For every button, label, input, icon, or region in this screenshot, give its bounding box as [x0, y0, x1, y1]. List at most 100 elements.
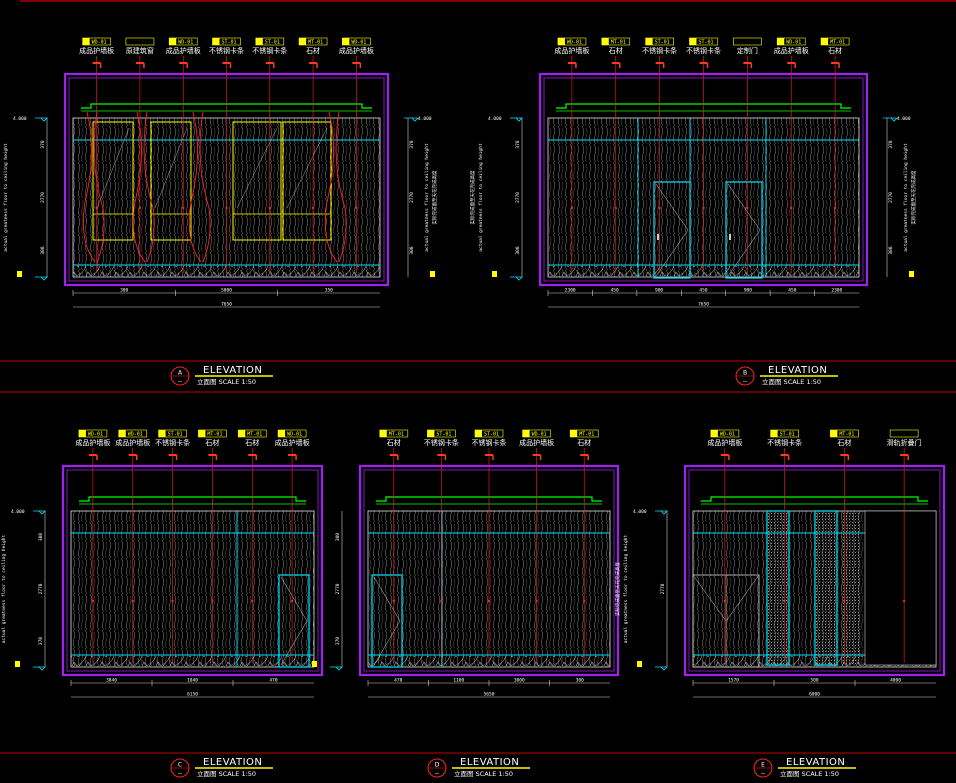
leader-bar	[309, 62, 318, 64]
dim-left-value: 370	[38, 637, 44, 645]
elevation-d: MT-01石材ST-01不锈钢卡条ST-01不锈钢卡条WD-01成品护墙板MT-…	[312, 429, 620, 778]
leader-bar	[532, 454, 541, 456]
level-marker-left	[655, 510, 668, 515]
callout-label: 成品护墙板	[554, 46, 589, 55]
callout-code: ST-01	[436, 432, 451, 438]
title-circle-letter: B	[743, 370, 747, 377]
side-note-cn: 实际完成面至天花完成高度	[614, 562, 621, 616]
leader-bar	[168, 454, 177, 456]
material-callout: 原建筑窗	[125, 37, 155, 273]
leader-bar	[485, 454, 493, 456]
elevation-b: WD-01成品护墙板MT-01石材ST-01不锈钢卡条ST-01不锈钢卡条定制门…	[469, 37, 917, 386]
dim-bottom-value: 3000	[514, 678, 525, 684]
callout-code: WD-01	[351, 40, 366, 46]
callout-code: MT-01	[247, 432, 262, 438]
leader-bar	[567, 62, 576, 64]
callout-code: WD-01	[567, 40, 582, 46]
elevation-title: ELEVATION	[203, 757, 262, 768]
elevation-title: ELEVATION	[786, 757, 845, 768]
door-leaf	[278, 574, 310, 668]
callout-label: 石材	[387, 438, 401, 447]
callout-label: 石材	[577, 438, 591, 447]
folding-door-panel	[841, 511, 861, 665]
level-marker-right	[404, 117, 419, 122]
elevation-title: ELEVATION	[768, 365, 827, 376]
callout-tag-mark	[118, 430, 126, 437]
elevation-scale: 立面图 SCALE 1:50	[197, 769, 256, 778]
elevation-scale: 立面图 SCALE 1:50	[454, 769, 513, 778]
dim-left-value: 370	[335, 637, 341, 645]
title-circle-sheet: --	[178, 378, 182, 385]
leader-dot	[392, 599, 395, 603]
callout-label: 石材	[306, 46, 320, 55]
callout-label: 定制门	[737, 46, 758, 55]
callout-code: WD-01	[720, 432, 735, 438]
callout-tag-mark	[570, 430, 578, 437]
leader-bar	[288, 454, 297, 456]
dim-bottom-value: 350	[325, 288, 333, 294]
title-circle-sheet: --	[743, 378, 747, 385]
callout-tag-mark	[238, 430, 246, 437]
dim-bottom-value: 450	[788, 288, 796, 294]
floor-level-mark	[312, 661, 317, 667]
callout-code: ST-01	[655, 40, 670, 46]
title-circle-letter: D	[435, 762, 440, 769]
callout-tag-mark	[427, 430, 435, 437]
window-glass-hatch	[154, 127, 188, 209]
dim-left-value: 300	[40, 246, 46, 254]
dim-bottom-value: 300	[120, 288, 128, 294]
skirting-band	[71, 656, 314, 666]
callout-code: WD-01	[92, 40, 107, 46]
dim-left-value: 300	[38, 533, 44, 541]
leader-bar	[437, 454, 446, 456]
level-left: 4.000	[13, 116, 27, 122]
callout-label: 石材	[837, 438, 851, 447]
leader-dot	[290, 599, 294, 603]
callout-label: 不锈钢卡条	[472, 438, 507, 447]
callout-tag-box	[733, 37, 762, 46]
dim-right-value: 300	[409, 246, 415, 254]
side-note-en-right: actual greatness floor to ceiling height	[903, 143, 909, 252]
callout-tag-mark	[830, 430, 838, 437]
dim-left-value: 2770	[660, 583, 666, 594]
level-left: 4.000	[633, 509, 647, 515]
callout-tag-mark	[689, 38, 697, 45]
level-marker-left	[35, 117, 48, 122]
callout-tag-mark	[169, 38, 177, 45]
callout-code: MT-01	[611, 40, 626, 46]
side-note-en-right: actual greatness floor to ceiling height	[424, 143, 430, 252]
leader-dot	[658, 206, 661, 210]
callout-label: 石材	[245, 438, 259, 447]
dim-bottom-value: 4000	[890, 678, 901, 684]
elevation-a: WD-01成品护墙板原建筑窗WD-01成品护墙板ST-01不锈钢卡条ST-01不…	[0, 37, 438, 386]
leader-dot	[790, 206, 793, 210]
side-note-cn-right: 实际完成面至天花完成高度	[431, 170, 438, 224]
floor-marker-left	[330, 666, 343, 671]
elevation-e: WD-01成品护墙板ST-01不锈钢卡条MT-01石材滑轨折叠门27704.00…	[614, 429, 946, 778]
callout-code: WD-01	[128, 432, 143, 438]
leader-dot	[138, 206, 142, 210]
curtain-drape	[93, 111, 105, 263]
callout-tag-mark	[557, 38, 565, 45]
leader-bar	[128, 454, 137, 456]
leader-bar	[900, 454, 909, 456]
callout-tag-mark	[522, 430, 530, 437]
side-note-cn: 实际完成面至天花完成高度	[0, 170, 1, 224]
callout-label: 不锈钢卡条	[686, 46, 721, 55]
callout-label: 原建筑窗	[126, 46, 154, 55]
dim-left-value: 300	[515, 246, 521, 254]
dim-bottom-value: 450	[699, 288, 707, 294]
dim-right-value: 2770	[888, 192, 894, 203]
callout-tag-box	[889, 429, 919, 438]
leader-bar	[88, 454, 97, 456]
